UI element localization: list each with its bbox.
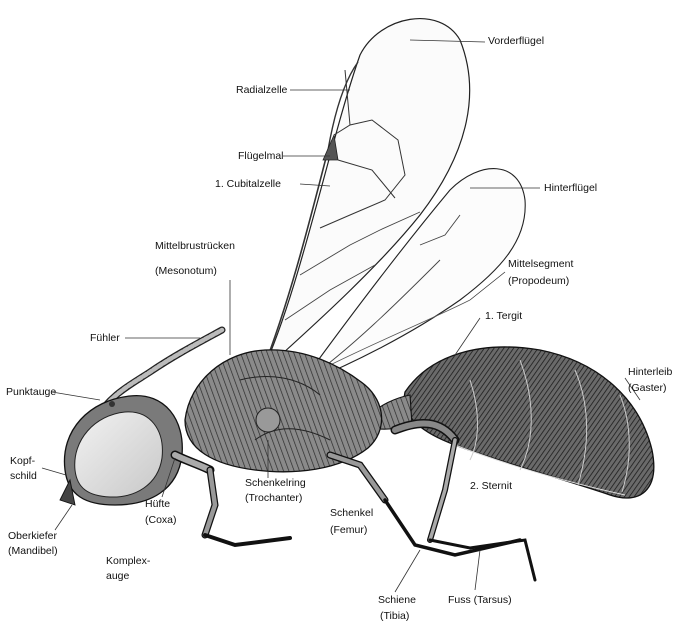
label-kopfschild-2: schild [10,470,37,483]
label-oberkiefer: Oberkiefer [8,530,57,543]
label-hinterleib-lat: (Gaster) [628,382,667,395]
label-fuss: Fuss (Tarsus) [448,594,512,607]
label-sternit: 2. Sternit [470,480,512,493]
label-komplexauge-2: auge [106,570,129,583]
label-schenkelring: Schenkelring [245,477,306,490]
label-schiene: Schiene [378,594,416,607]
label-mittelbrust-lat: (Mesonotum) [155,265,217,278]
label-mittelsegment: Mittelsegment [508,258,573,271]
label-punktauge: Punktauge [6,386,56,399]
label-radialzelle: Radialzelle [236,84,287,97]
label-komplexauge-1: Komplex- [106,555,150,568]
label-vorderfluegel: Vorderflügel [488,35,544,48]
gaster [404,347,654,498]
label-tergit: 1. Tergit [485,310,522,323]
label-schiene-lat: (Tibia) [380,610,409,623]
label-oberkiefer-lat: (Mandibel) [8,545,58,558]
label-hinterleib: Hinterleib [628,366,672,379]
label-schenkel-lat: (Femur) [330,524,367,537]
label-schenkelring-lat: (Trochanter) [245,492,302,505]
label-fluegelmal: Flügelmal [238,150,284,163]
label-mittelbrust: Mittelbrustrücken [155,240,235,253]
label-kopfschild-1: Kopf- [10,455,35,468]
label-huefte: Hüfte [145,498,170,511]
label-cubitalzelle: 1. Cubitalzelle [215,178,281,191]
label-schenkel: Schenkel [330,507,373,520]
head [60,396,182,505]
label-hinterfluegel: Hinterflügel [544,182,597,195]
label-huefte-lat: (Coxa) [145,514,177,527]
label-fuehler: Fühler [90,332,120,345]
label-mittelsegment-lat: (Propodeum) [508,275,569,288]
mid-leg [330,455,520,555]
thorax [185,350,382,472]
